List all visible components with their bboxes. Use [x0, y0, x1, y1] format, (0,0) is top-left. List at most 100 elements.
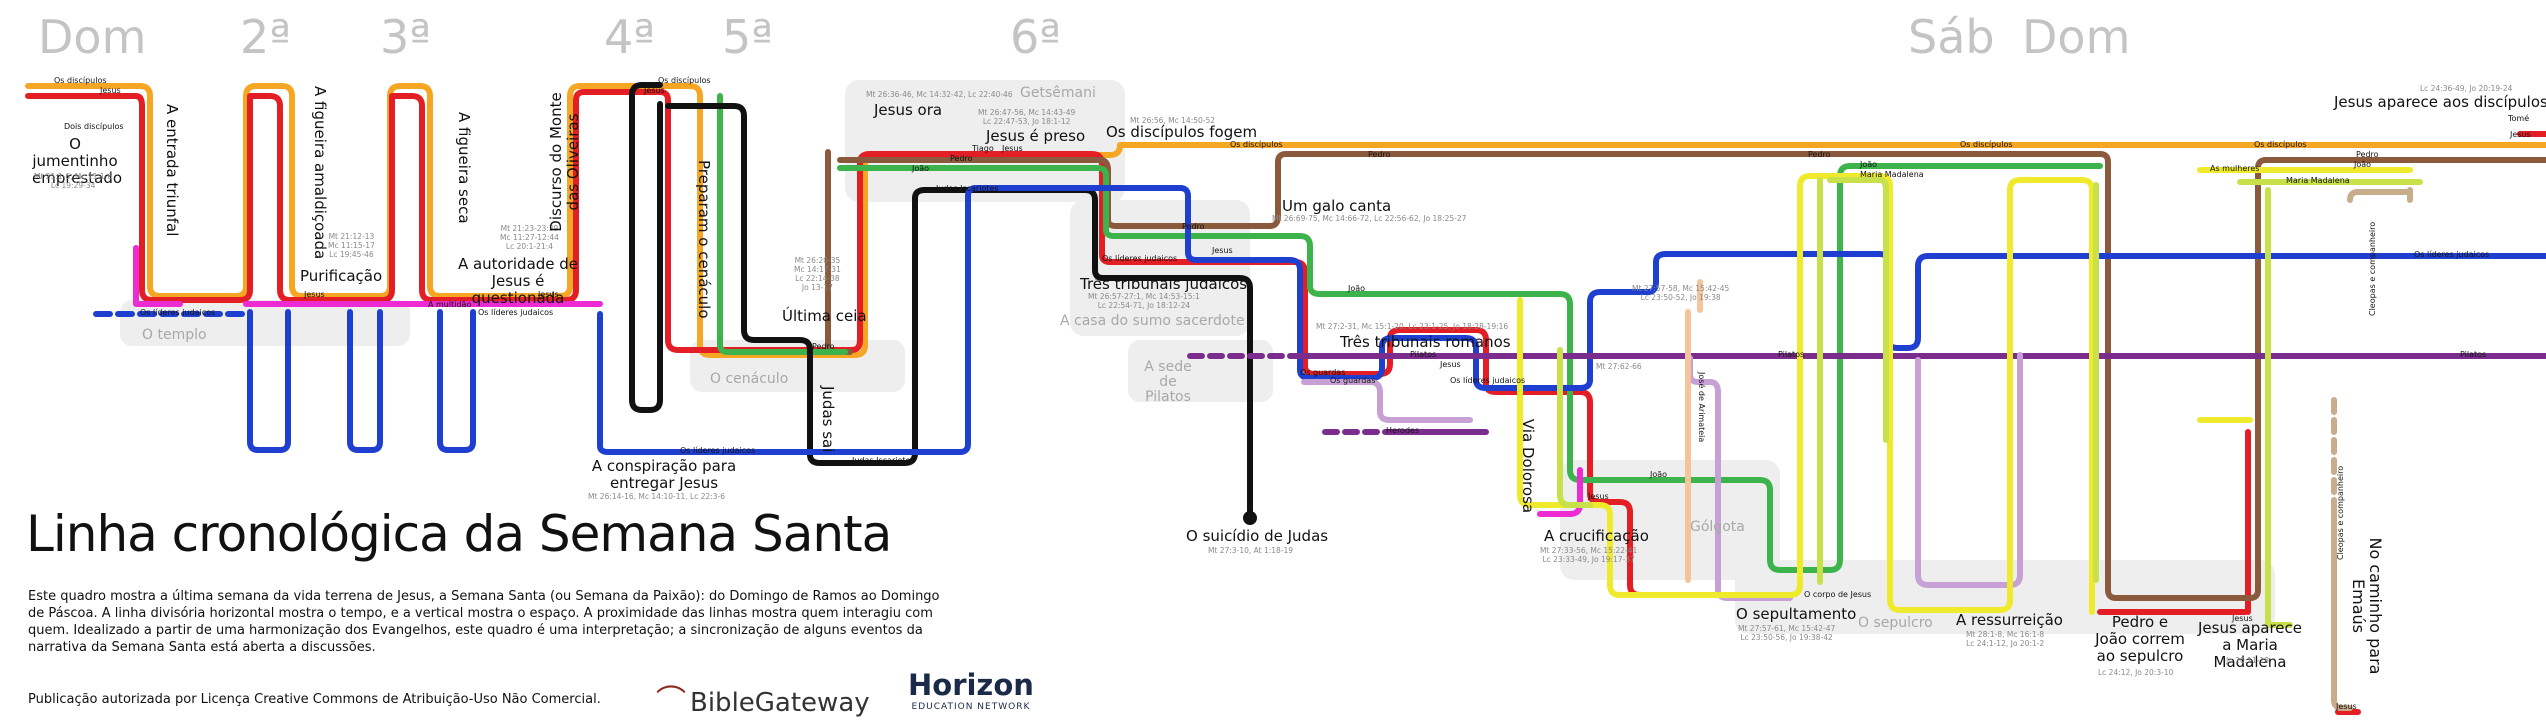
- label-jesus-1: Jesus: [100, 86, 121, 95]
- label-discipulos-3: Os discípulos: [1230, 140, 1283, 149]
- label-pilatos-1: Pilatos: [1410, 350, 1437, 359]
- line-jesus: [25, 89, 1723, 598]
- label-tome: Tomé: [2508, 114, 2530, 123]
- label-discipulos: Os discípulos: [54, 76, 107, 85]
- ref-jesus-preso: Mt 26:47-56, Mc 14:43-49 Lc 22:47-53, Jo…: [978, 108, 1076, 126]
- event-aparece-maria: Jesus aparece a Maria Madalena: [2197, 619, 2302, 671]
- label-lideres-2: Os líderes judaicos: [478, 308, 554, 317]
- label-cleopas-2: Cleopas e companheiro: [2368, 221, 2377, 316]
- label-guardas-1: Os guardas: [1300, 368, 1346, 377]
- label-jesus-11: Jesus: [2510, 130, 2531, 139]
- license-text: Publicação autorizada por Licença Creati…: [28, 692, 601, 707]
- label-pedro-3: Pedro: [1182, 222, 1205, 231]
- event-jesus-ora: Jesus ora: [874, 101, 943, 119]
- event-figueira-seca: A figueira seca: [455, 112, 473, 224]
- label-lideres-5: Os líderes judaicos: [1450, 376, 1526, 385]
- day-header-qua: 4ª: [604, 10, 655, 64]
- event-emaus: No caminho para Emaús: [2349, 537, 2385, 675]
- biblegateway-text: BibleGateway: [690, 688, 870, 718]
- place-golgota: Gólgota: [1690, 519, 1745, 535]
- event-galo: Um galo canta: [1282, 197, 1392, 215]
- label-lideres-3: Os líderes judaicos: [680, 446, 756, 455]
- place-sepulcro: O sepulcro: [1858, 615, 1933, 631]
- label-joao-5: João: [2354, 160, 2372, 169]
- day-header-sab: Sáb: [1908, 10, 1995, 64]
- label-mulheres: As mulheres: [2210, 164, 2260, 173]
- event-tres-judaicos: Três tribunais judaicos: [1080, 275, 1248, 293]
- event-discipulos-fogem: Os discípulos fogem: [1106, 123, 1258, 141]
- biblegateway-logo[interactable]: ⌒BibleGateway: [656, 676, 870, 720]
- label-maria-1: Maria Madalena: [1860, 170, 1924, 179]
- day-header-dom2: Dom: [2022, 10, 2131, 64]
- ref-galo: Mt 26:69-75, Mc 14:66-72, Lc 22:56-62, J…: [1272, 214, 1467, 223]
- label-guardas-2: Os guardas: [1330, 376, 1376, 385]
- line-jesus-risen: [2097, 131, 2546, 715]
- label-lideres-1: Os líderes judaicos: [140, 308, 216, 317]
- ref-discipulos-fogem: Mt 26:56, Mc 14:50-52: [1130, 116, 1216, 125]
- page-description: Este quadro mostra a última semana da vi…: [28, 589, 940, 655]
- line-lideres: [247, 185, 2546, 455]
- line-maria: [1557, 177, 2423, 628]
- place-templo: O templo: [142, 327, 207, 343]
- label-jesus-2: Jesus: [304, 290, 325, 299]
- label-pedro-4: Pedro: [1368, 150, 1391, 159]
- label-jesus-10: Jesus: [2336, 702, 2357, 711]
- event-entrada: A entrada triunfal: [163, 104, 181, 237]
- label-jesus-6: Jesus: [1212, 246, 1233, 255]
- ref-pedro-joao: Lc 24:12, Jo 20:3-10: [2098, 668, 2174, 677]
- label-joao-2: João: [1348, 284, 1366, 293]
- event-ressurreicao: A ressurreição: [1956, 611, 2063, 629]
- event-preparam: Preparam o cenáculo: [695, 160, 713, 319]
- label-lideres-4: Os líderes judaicos: [1102, 254, 1178, 263]
- label-jesus-3: Jesus: [538, 290, 559, 299]
- zone-getsemani: [845, 80, 1125, 202]
- label-judas-2: Judas Iscariotes: [852, 456, 915, 465]
- label-pedro-5: Pedro: [1808, 150, 1831, 159]
- label-jesus-4: Jesus: [644, 86, 665, 95]
- horizon-sub: EDUCATION NETWORK: [911, 702, 1031, 712]
- event-purificacao: Purificação: [300, 267, 383, 285]
- label-dois-discipulos: Dois discípulos: [64, 122, 124, 131]
- day-header-qui: 5ª: [722, 10, 773, 64]
- label-judas-1: Judas Iscariotes: [936, 184, 999, 193]
- label-tiago: Tiago: [972, 144, 994, 153]
- ref-purificacao: Mt 21:12-13 Mc 11:15-17 Lc 19:45-46: [328, 232, 375, 259]
- event-autoridade: A autoridade de Jesus é questionada: [457, 255, 579, 307]
- event-jesus-preso: Jesus é preso: [986, 127, 1086, 145]
- line-discipulos: [25, 83, 2546, 358]
- line-jose: [1685, 279, 1703, 583]
- label-pedro-1: Pedro: [812, 342, 835, 351]
- line-judas: [629, 82, 1253, 519]
- label-pedro-2: Pedro: [950, 154, 973, 163]
- event-via-dolorosa: Via Dolorosa: [1519, 418, 1537, 514]
- ref-tres-judaicos: Mt 26:57-27:1, Mc 14:53-15:1 Lc 22:54-71…: [1088, 292, 1200, 310]
- event-discurso: Discurso do Monte das Oliveiras: [547, 92, 582, 232]
- horizon-name: Horizon: [908, 668, 1034, 702]
- ref-ultima-ceia: Mt 26:20-35 Mc 14:17-31 Lc 22:14-38 Jo 1…: [794, 256, 841, 292]
- ref-ressurreicao: Mt 28:1-8, Mc 16:1-8 Lc 24:1-12, Jo 20:1…: [1966, 630, 2045, 648]
- label-joao-3: João: [1650, 470, 1668, 479]
- zone-sepulcro: [1735, 560, 2275, 634]
- label-pedro-6: Pedro: [2356, 150, 2379, 159]
- place-sumo-sacerdote: A casa do sumo sacerdote: [1060, 313, 1245, 329]
- horizon-logo[interactable]: Horizon EDUCATION NETWORK: [908, 668, 1034, 712]
- day-header-dom: Dom: [38, 10, 147, 64]
- place-getsemani: Getsêmani: [1020, 85, 1096, 101]
- ref-conspiracao: Mt 26:14-16, Mc 14:10-11, Lc 22:3-6: [588, 492, 726, 501]
- label-jesus-7: Jesus: [1440, 360, 1461, 369]
- ref-crucificacao: Mt 27:33-56, Mc 15:22-41 Lc 23:33-49, Jo…: [1540, 546, 1638, 564]
- place-cenaculo: O cenáculo: [710, 371, 789, 387]
- label-herodes: Herodes: [1386, 426, 1420, 435]
- label-lideres-6: Os líderes judaicos: [2414, 250, 2490, 259]
- ref-autoridade: Mt 21:23-23:39 Mc 11:27-12:44 Lc 20:1-21…: [500, 224, 559, 251]
- line-cleopas: [2331, 189, 2413, 711]
- label-pilatos-3: Pilatos: [2460, 350, 2487, 359]
- event-jumentinho: O jumentinho emprestado: [32, 135, 123, 187]
- label-joao-1: João: [912, 164, 930, 173]
- ref-aparece-maria: Jo 20:11-18: [2226, 656, 2270, 665]
- event-crucificacao: A crucificação: [1544, 527, 1649, 545]
- label-pilatos-2: Pilatos: [1778, 350, 1805, 359]
- label-discipulos-5: Os discípulos: [2254, 140, 2307, 149]
